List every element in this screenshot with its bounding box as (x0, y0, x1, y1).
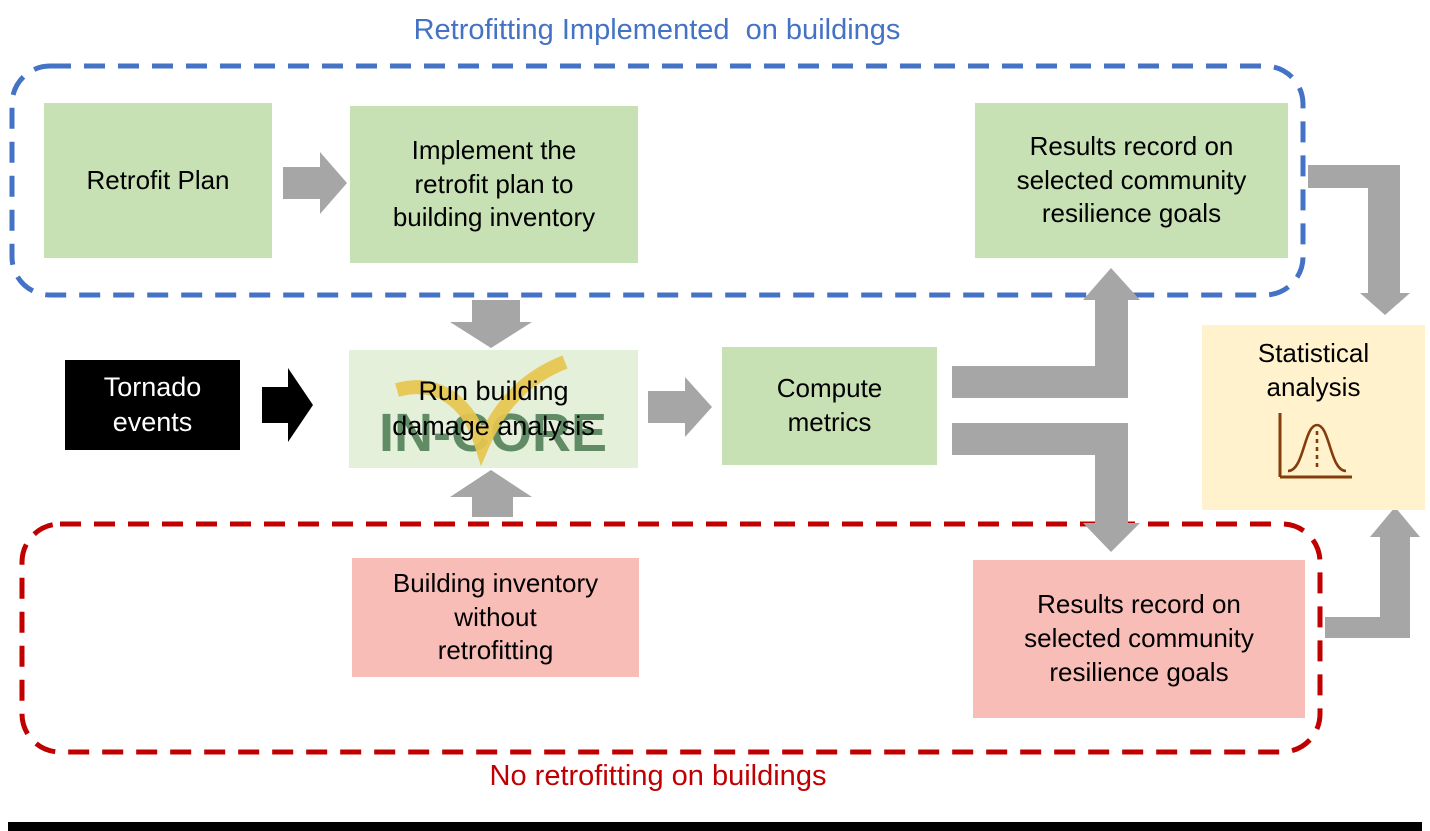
retrofit-plan-box: Retrofit Plan (44, 103, 272, 258)
arrow-retrofitted-to-statistical-icon (1308, 165, 1410, 315)
arrow-inventory-to-run-icon (450, 470, 532, 517)
retrofitted-group-border (9, 63, 1306, 298)
results-retrofitted-box: Results record on selected community res… (975, 103, 1288, 258)
statistical-analysis-label: Statistical analysis (1257, 338, 1370, 402)
results-no-retrofit-box: Results record on selected community res… (973, 560, 1305, 718)
incore-logo: IN-CORE (379, 355, 607, 467)
bottom-bar (8, 822, 1422, 831)
compute-metrics-box: Compute metrics (722, 347, 937, 465)
run-damage-analysis-label: Run building damage analysis (392, 375, 595, 441)
no-retrofit-group-title: No retrofitting on buildings (489, 760, 827, 792)
arrow-retrofit-to-implement-icon (283, 152, 347, 214)
arrow-tornado-to-run-icon (262, 368, 313, 442)
incore-checkmark-icon (395, 355, 568, 467)
run-damage-analysis-box: IN-CORE Run building damage analysis (349, 350, 638, 468)
arrow-no-retrofit-to-statistical-icon (1325, 507, 1420, 638)
arrow-run-to-compute-icon (648, 377, 712, 437)
retrofitted-group-title: Retrofitting Implemented on buildings (413, 14, 901, 46)
tornado-events-box: Tornado events (65, 360, 240, 450)
arrow-compute-to-results-retrofitted-icon (952, 268, 1140, 398)
implement-retrofit-box: Implement the retrofit plan to building … (350, 106, 638, 263)
arrow-implement-to-run-icon (450, 300, 532, 348)
arrow-compute-to-results-no-retrofit-icon (952, 423, 1140, 552)
bell-curve-icon (1278, 412, 1352, 479)
building-inventory-box: Building inventory without retrofitting (352, 558, 639, 677)
statistical-analysis-box: Statistical analysis (1202, 325, 1425, 510)
